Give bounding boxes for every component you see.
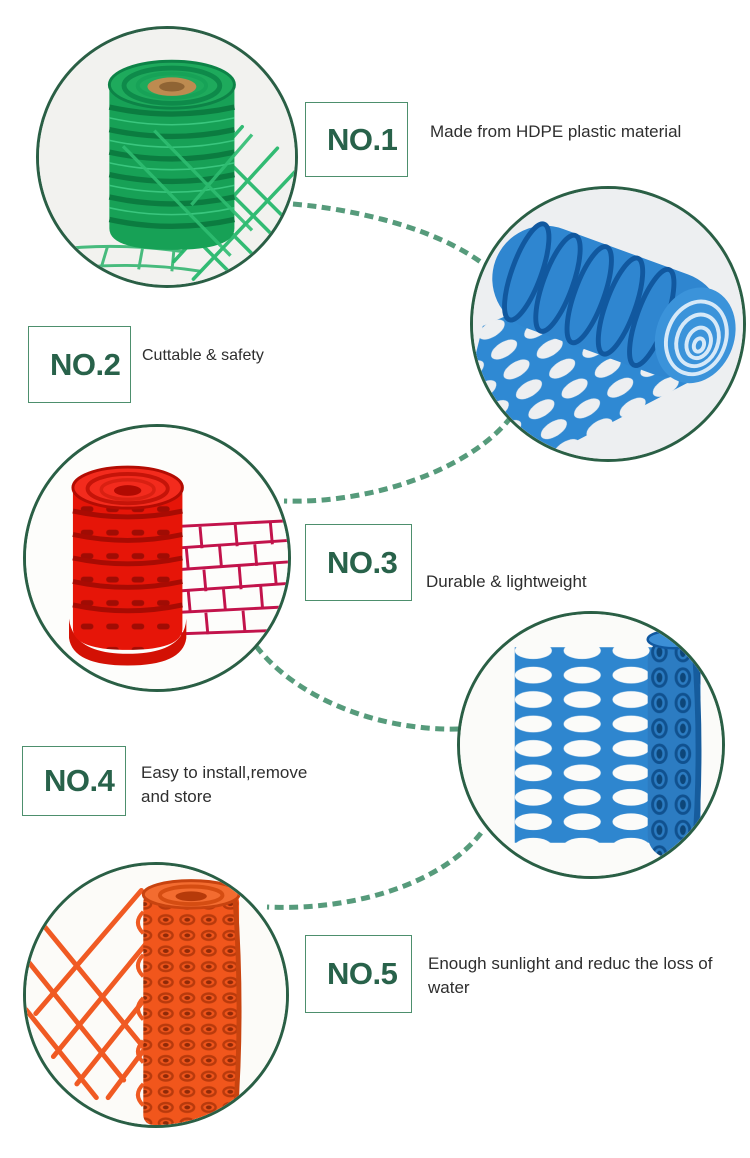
product-photo-circle-3 <box>23 424 291 692</box>
feature-2-number-box: NO.2 <box>28 326 131 403</box>
feature-5-number-box: NO.5 <box>305 935 412 1013</box>
product-photo-circle-4 <box>457 611 725 879</box>
feature-1-number: NO.1 <box>327 121 398 157</box>
product-photo-circle-1 <box>36 26 298 288</box>
red-mesh-roll-image <box>26 427 288 689</box>
feature-4-number: NO.4 <box>44 763 115 798</box>
feature-4-description: Easy to install,remove and store <box>141 763 308 806</box>
blue-mesh-sheet-image <box>460 614 722 876</box>
feature-3-number: NO.3 <box>327 544 398 580</box>
feature-1-number-box: NO.1 <box>305 102 408 177</box>
blue-mesh-roll-image <box>473 189 743 459</box>
feature-2-number: NO.2 <box>50 346 121 382</box>
orange-mesh-roll-image <box>26 865 286 1125</box>
feature-5-number: NO.5 <box>327 956 398 991</box>
feature-3-description: Durable & lightweight <box>426 572 587 591</box>
feature-1-description: Made from HDPE plastic material <box>430 122 682 141</box>
feature-4-number-box: NO.4 <box>22 746 126 816</box>
product-photo-circle-5 <box>23 862 289 1128</box>
feature-2-description: Cuttable & safety <box>142 347 264 364</box>
green-mesh-roll-image <box>39 29 295 285</box>
feature-5-description: Enough sunlight and reduc the loss of wa… <box>428 954 713 997</box>
product-photo-circle-2 <box>470 186 746 462</box>
feature-3-number-box: NO.3 <box>305 524 412 601</box>
